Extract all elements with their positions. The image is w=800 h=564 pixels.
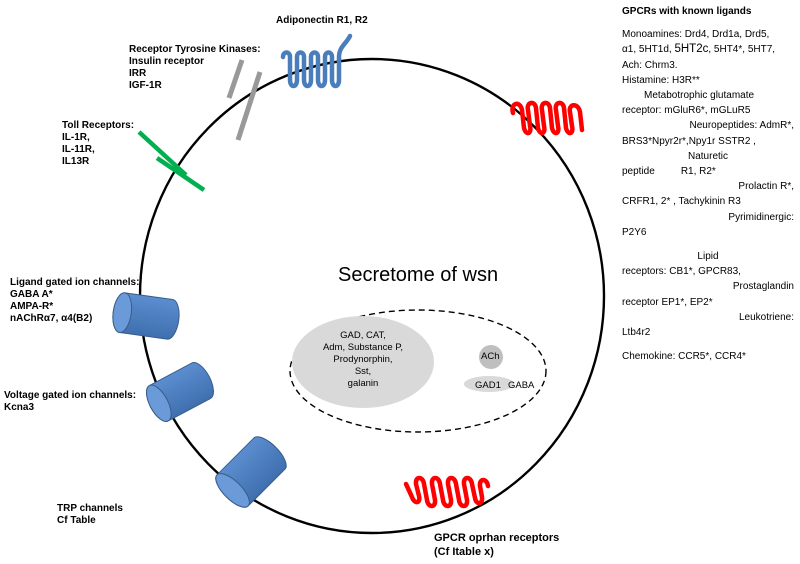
gpcr-line: receptor: mGluR6*, mGLuR5 (622, 105, 751, 117)
gpcr-line: Pyrimidinergic: (728, 211, 794, 223)
gpcr-line: Metabotrophic glutamate (644, 90, 755, 102)
gpcr-line: Chemokine: CCR5*, CCR4* (622, 351, 746, 363)
gpcr-orphan-receptor-icon (403, 475, 491, 509)
gaba-label: GABA (508, 380, 535, 391)
ach-label: ACh (481, 351, 500, 362)
gpcr-line: Lipid (697, 251, 719, 263)
gpcr-line: Naturetic (687, 150, 728, 162)
rtk-label-line: IGF-1R (129, 80, 162, 91)
gpcr-line: α1, 5HT1d, 5HT2c, 5HT4*, 5HT7, (622, 42, 794, 57)
orphan-label-line: GPCR oprhan receptors (434, 532, 560, 544)
trp-label-line: Cf Table (57, 515, 96, 526)
gpcr-line: Ltb4r2 (622, 327, 651, 339)
orphan-label-line: (Cf Itable x) (434, 546, 494, 558)
adiponectin-label: Adiponectin R1, R2 (276, 15, 368, 26)
gpcr-line: CRFR1, 2* , Tachykinin R3 (622, 196, 741, 208)
gpcr-line: Leukotriene: (738, 311, 794, 323)
gpcr-panel-title: GPCRs with known ligands (622, 6, 752, 17)
toll-label-line: IL13R (62, 156, 90, 167)
toll-label-line: IL-11R, (62, 144, 95, 155)
gad1-blob (464, 376, 514, 392)
toll-receptor-icon (137, 130, 206, 192)
gpcr-text: R1, R2* (680, 166, 716, 178)
trp-label: TRP channels Cf Table (57, 503, 123, 527)
gpcr-text: α1, 5HT1d, (622, 44, 675, 56)
gpcr-line: receptors: CB1*, GPCR83, (622, 266, 741, 278)
ligand-gated-label-line: GABA A* (10, 289, 53, 300)
gpcr-text: , 5HT4*, 5HT7, (708, 44, 776, 56)
gpcr-receptor-icon (510, 100, 585, 136)
trp-label-line: TRP channels (57, 503, 123, 514)
neuropeptide-item: Adm, Substance P, (322, 342, 404, 353)
gpcr-text: 5HT2c (674, 43, 709, 56)
toll-label: Toll Receptors: IL-1R, IL-11R, IL13R (62, 120, 134, 168)
neuropeptide-item: Prodynorphin, (333, 354, 393, 365)
gad1-label: GAD1 (475, 380, 501, 391)
rtk-receptor-icon (226, 59, 263, 141)
gpcr-line: BRS3*Npyr2r*,Npy1r SSTR2 , (622, 135, 756, 147)
neuropeptide-list: GAD, CAT, Adm, Substance P, Prodynorphin… (322, 330, 404, 390)
neuropeptide-item: GAD, CAT, (340, 330, 386, 341)
neuropeptide-blob (292, 316, 434, 408)
neuropeptide-item: Sst, (354, 366, 372, 377)
voltage-gated-channel-icon (146, 362, 214, 422)
trp-channel-icon (215, 436, 287, 508)
gpcr-line: receptor EP1*, EP2* (622, 296, 713, 308)
ligand-gated-channel-icon (112, 292, 180, 340)
rtk-label-line: IRR (129, 68, 147, 79)
gpcr-line: Neuropeptides: AdmR*, (689, 120, 794, 132)
ligand-gated-label-line: AMPA-R* (10, 301, 54, 312)
ligand-gated-label: Ligand gated ion channels: GABA A* AMPA-… (10, 277, 139, 325)
voltage-gated-label-line: Voltage gated ion channels: (4, 390, 137, 401)
secretome-region (289, 309, 547, 433)
voltage-gated-label-line: Kcna3 (4, 402, 35, 413)
gpcr-line: peptide R1, R2* (622, 164, 794, 179)
rtk-label-line: Insulin receptor (129, 56, 205, 67)
rtk-label-line: Receptor Tyrosine Kinases: (129, 44, 261, 55)
gpcr-line: Prostaglandin (732, 281, 794, 293)
cell-membrane (138, 57, 606, 535)
voltage-gated-label: Voltage gated ion channels: Kcna3 (4, 390, 136, 414)
gpcr-ligand-panel: GPCRs with known ligands Monoamines: Drd… (622, 4, 794, 364)
rtk-label: Receptor Tyrosine Kinases: Insulin recep… (129, 44, 261, 92)
neuropeptide-item: galanin (347, 378, 379, 389)
ligand-gated-label-line: Ligand gated ion channels: (10, 277, 140, 288)
ligand-gated-label-line: nAChRα7, α4(B2) (10, 313, 93, 324)
adiponectin-receptor-icon (280, 33, 353, 89)
gpcr-line: Monoamines: Drd4, Drd1a, Drd5, (622, 29, 770, 41)
ach-blob (479, 345, 503, 369)
toll-label-line: IL-1R, (62, 132, 90, 143)
gpcr-line: Ach: Chrm3. (622, 59, 678, 71)
orphan-label: GPCR oprhan receptors (Cf Itable x) (434, 531, 559, 559)
gpcr-text: peptide (622, 166, 655, 178)
diagram-title: Secretome of wsn (338, 264, 499, 286)
gpcr-line: Histamine: H3R** (622, 74, 700, 86)
gpcr-line: P2Y6 (622, 226, 647, 238)
gpcr-line: Prolactin R*, (738, 181, 794, 193)
toll-label-line: Toll Receptors: (62, 120, 135, 131)
